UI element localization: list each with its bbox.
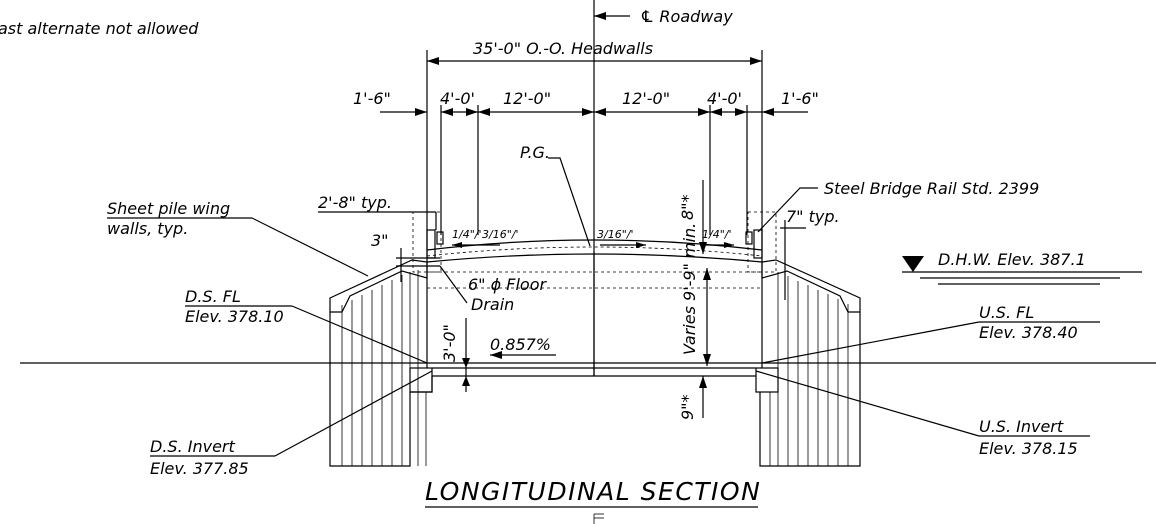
alternate-note: ast alternate not allowed <box>0 19 199 38</box>
left-curb-dim: 3" <box>371 231 389 250</box>
left-slope-a: 1/4"/' <box>452 228 482 241</box>
right-wall-dim: 1'-6" <box>781 89 819 108</box>
section-title: LONGITUDINAL SECTION <box>425 477 761 506</box>
svg-text:D.S. Invert: D.S. Invert <box>150 437 235 456</box>
overall-dimension: 35'-0" O.-O. Headwalls <box>473 39 653 58</box>
svg-text:U.S. Invert: U.S. Invert <box>979 417 1064 436</box>
drain-leader <box>439 265 468 304</box>
left-lane-dim: 12'-0" <box>503 89 551 108</box>
svg-text:Elev. 378.40: Elev. 378.40 <box>979 323 1078 342</box>
right-sheet-pile <box>759 272 861 467</box>
centerline-label: ℄ Roadway <box>640 7 733 26</box>
svg-text:Elev. 377.85: Elev. 377.85 <box>150 459 249 478</box>
left-rail-cap <box>436 231 444 245</box>
right-lane-dim: 12'-0" <box>622 89 670 108</box>
ds-fl-leader <box>291 305 428 364</box>
floor-label: 6" ϕ Floor <box>468 275 547 294</box>
profile-grade-leader <box>548 157 591 247</box>
svg-text:Elev. 378.15: Elev. 378.15 <box>979 439 1078 458</box>
svg-text:3/16"/': 3/16"/' <box>597 228 634 241</box>
left-wing-cap <box>329 259 428 313</box>
left-sheet-pile <box>329 270 427 467</box>
right-slope-b: 1/4"/' <box>702 228 732 241</box>
wing-wall-leader <box>251 217 369 277</box>
dhw-label: D.H.W. Elev. 387.1 <box>938 250 1086 269</box>
right-wing-cap <box>761 259 861 313</box>
left-shoulder-dim: 4'-0' <box>440 89 475 108</box>
left-rail-post <box>426 229 436 259</box>
footing-height-dim: 3'-0" <box>440 324 459 362</box>
right-shoulder-dim: 4'-0' <box>707 89 742 108</box>
ds-invert-label: D.S. Invert Elev. 377.85 <box>150 437 249 478</box>
slab-thickness-dim: 9"* <box>678 394 697 420</box>
right-curb-dim: 7" typ. <box>786 207 840 226</box>
svg-text:U.S. FL: U.S. FL <box>979 303 1034 322</box>
rail-label: Steel Bridge Rail Std. 2399 <box>824 179 1039 198</box>
us-invert-label: U.S. Invert Elev. 378.15 <box>979 417 1078 458</box>
grade-label: 0.857% <box>490 335 551 354</box>
us-fl-label: U.S. FL Elev. 378.40 <box>979 303 1078 342</box>
wing-wall-label-2: walls, typ. <box>107 219 188 238</box>
svg-text:1/4"/': 1/4"/' <box>702 228 732 241</box>
rail-leader <box>757 187 818 233</box>
right-footing-block <box>755 367 779 393</box>
us-fl-leader <box>761 321 980 364</box>
left-slope-b: 3/16"/' <box>482 228 519 241</box>
svg-text:1/4"/': 1/4"/' <box>452 228 482 241</box>
wing-wall-label-1: Sheet pile wing <box>107 199 230 218</box>
right-rail-post <box>753 229 763 259</box>
ds-invert-leader <box>274 370 433 457</box>
rail-offset-dim: 2'-8" typ. <box>318 193 392 212</box>
left-wall-dim: 1'-6" <box>353 89 391 108</box>
deck-inner <box>426 246 763 257</box>
svg-text:3/16"/': 3/16"/' <box>482 228 519 241</box>
drain-label: Drain <box>471 295 514 314</box>
rise-dim: 8"* <box>678 194 697 220</box>
ds-fl-label: D.S. FL Elev. 378.10 <box>185 287 284 326</box>
right-rail-cap <box>745 231 753 245</box>
svg-text:D.S. FL: D.S. FL <box>185 287 241 306</box>
left-footing-block <box>409 367 433 393</box>
us-invert-leader <box>755 370 980 437</box>
profile-grade-label: P.G. <box>520 143 550 162</box>
water-level-symbol <box>902 256 924 272</box>
svg-text:Elev. 378.10: Elev. 378.10 <box>185 307 284 326</box>
right-slope-a: 3/16"/' <box>597 228 634 241</box>
clear-height-dim: Varies 9'-9" min. <box>680 223 699 355</box>
